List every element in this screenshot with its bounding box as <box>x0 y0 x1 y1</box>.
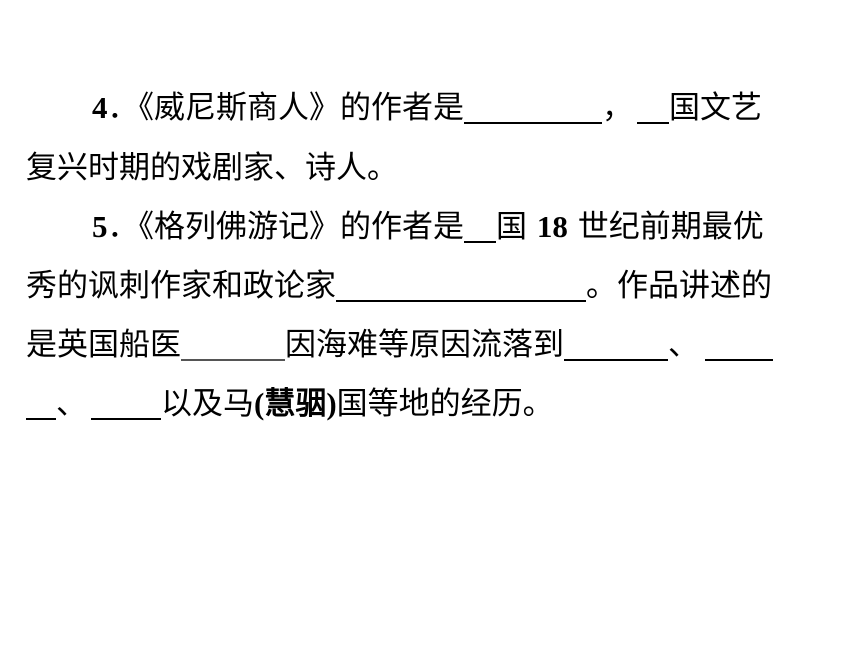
question-5-text-7: 因海难等原因流落到 <box>285 327 564 363</box>
question-4-line-1: 4．《威尼斯商人》的作者是 ， 国文艺 <box>92 86 834 130</box>
century-number: 18 <box>536 209 568 244</box>
blank-place-1[interactable] <box>564 329 668 361</box>
question-5-text-5: 。作品讲述的 <box>586 268 772 304</box>
blank-place-3[interactable] <box>91 388 161 420</box>
blank-ship-doctor[interactable] <box>181 329 285 361</box>
question-5-line-2: 秀的讽刺作家和政论家 。作品讲述的 <box>26 264 834 308</box>
blank-place-2b[interactable] <box>26 388 56 420</box>
blank-country-2[interactable] <box>464 211 496 243</box>
question-5-text-8: 以及马 <box>161 386 254 422</box>
question-5-number: 5 <box>92 209 108 244</box>
question-5-sep-2: 、 <box>56 386 87 422</box>
question-5-text-3: 世纪前期最优 <box>577 209 764 245</box>
blank-author[interactable] <box>464 92 602 124</box>
question-5-line-1: 5．《格列佛游记》的作者是国 18 世纪前期最优 <box>92 205 834 249</box>
question-4-text-2: 国文艺 <box>669 90 762 126</box>
question-4-line-2: 复兴时期的戏剧家、诗人。 <box>26 146 834 190</box>
question-4-comma: ， <box>602 90 633 126</box>
question-5-text-4: 秀的讽刺作家和政论家 <box>26 268 336 304</box>
question-5-text-9: (慧骃) <box>254 386 337 421</box>
question-5-line-3: 是英国船医 因海难等原因流落到 、 <box>26 323 834 367</box>
question-4-text-3: 复兴时期的戏剧家、诗人。 <box>26 150 398 186</box>
question-5-sep-1: 、 <box>668 327 699 363</box>
blank-satirist[interactable] <box>336 270 586 302</box>
question-5-text-2: 国 <box>496 209 527 245</box>
question-5-line-4: 、 以及马(慧骃)国等地的经历。 <box>26 382 834 426</box>
question-5-text-6: 是英国船医 <box>26 327 181 363</box>
question-4-text-1: ．《威尼斯商人》的作者是 <box>107 90 465 126</box>
question-4-number: 4 <box>92 90 108 125</box>
question-5-text-10: 国等地的经历。 <box>336 386 554 422</box>
question-5-text-1: ．《格列佛游记》的作者是 <box>107 209 465 245</box>
blank-country[interactable] <box>637 92 669 124</box>
blank-place-2a[interactable] <box>705 329 773 361</box>
